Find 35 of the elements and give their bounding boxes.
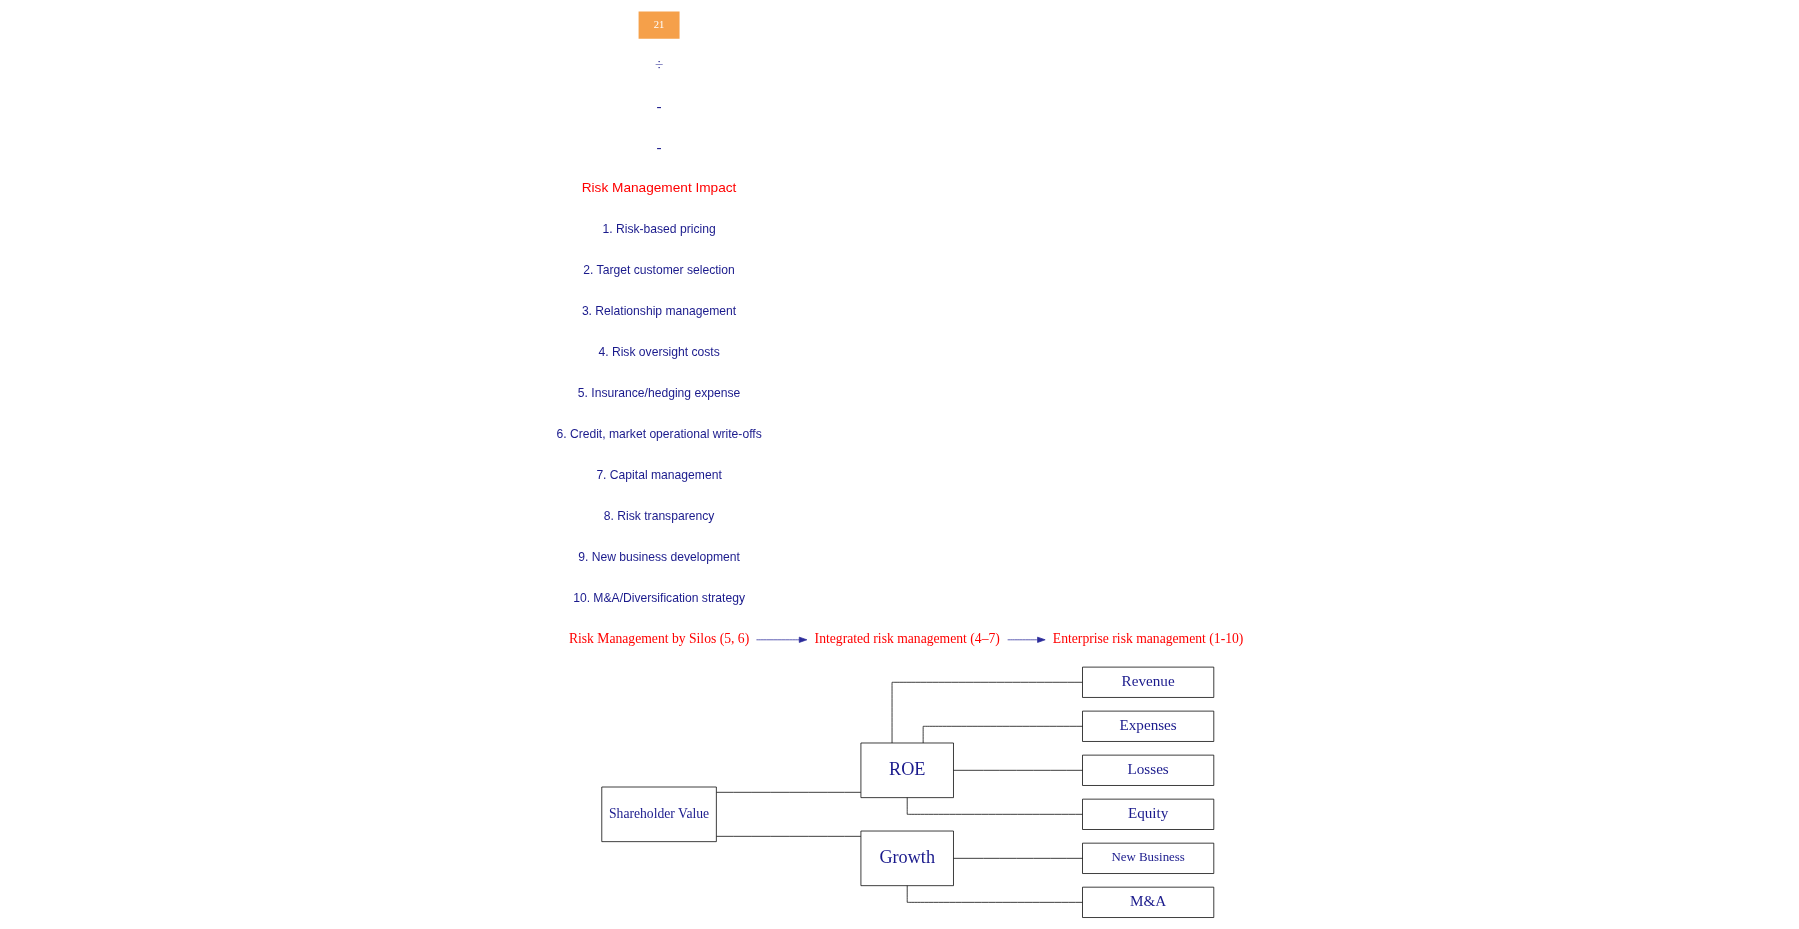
connector — [715, 791, 861, 793]
label: 4. Risk oversight costs — [597, 344, 720, 359]
node-box: Revenue — [1081, 666, 1214, 698]
label: 10. M&A/Diversification strategy — [572, 590, 745, 605]
node-box: New Business — [1081, 842, 1214, 874]
node-box: Equity — [1081, 798, 1214, 830]
node-text: Integrated risk management (4–7) — [814, 631, 1000, 647]
node-box: Expenses — [1081, 710, 1214, 742]
label: 6. Credit, market operational write-offs — [555, 426, 762, 441]
node-box: Shareholder Value — [600, 786, 717, 842]
label: 1. Risk-based pricing — [601, 221, 716, 236]
node-box: Growth — [860, 830, 954, 887]
arrow — [1006, 636, 1046, 643]
node-box: M&A — [1081, 886, 1214, 918]
label: 3. Relationship management — [581, 303, 736, 318]
node-box: Losses — [1081, 754, 1214, 786]
label: 9. New business development — [577, 549, 740, 564]
label: - — [656, 137, 662, 155]
node-text: Enterprise risk management (1-10) — [1052, 631, 1243, 647]
connector — [891, 681, 1083, 744]
connector — [922, 725, 1083, 744]
label: 5. Insurance/hedging expense — [577, 385, 740, 400]
label: 7. Capital management — [595, 467, 722, 482]
connector — [952, 769, 1083, 771]
arrow — [755, 636, 807, 643]
label: 8. Risk transparency — [603, 508, 714, 523]
node-box: ROE — [860, 742, 954, 798]
label: 21 — [653, 18, 664, 30]
label: Risk Management Impact — [581, 180, 736, 196]
label: ÷ — [654, 55, 663, 73]
connector — [952, 857, 1083, 859]
node-text: Risk Management by Silos (5, 6) — [568, 631, 749, 647]
label: 2. Target customer selection — [582, 262, 735, 277]
label: - — [656, 96, 662, 114]
connector — [715, 835, 861, 837]
